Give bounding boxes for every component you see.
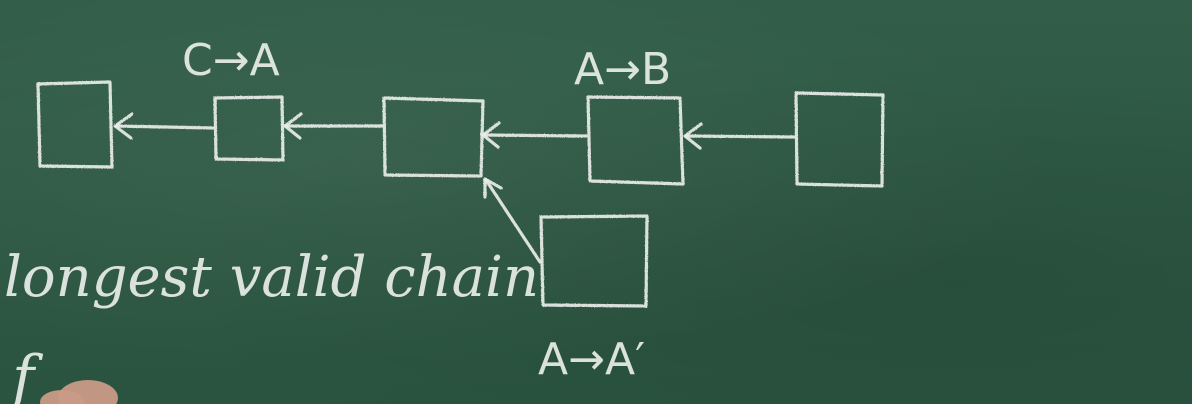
block-4	[586, 95, 685, 186]
block-1	[36, 80, 114, 169]
tx-label-fork: A→A′	[538, 334, 645, 385]
note-partial-word: f	[8, 343, 44, 404]
arrow-fork-to-block3	[483, 177, 542, 264]
block-3	[382, 96, 485, 178]
note-longest-valid-chain: longest valid chain	[4, 245, 539, 310]
tx-label-block2: C→A	[182, 35, 280, 86]
block-2	[213, 95, 285, 162]
arrow-block3-to-block2	[283, 112, 384, 140]
arrow-block4-to-block3	[481, 121, 588, 149]
block-5	[794, 91, 885, 188]
presenter-hand	[40, 380, 118, 404]
arrow-block2-to-block1	[113, 112, 215, 140]
arrow-block5-to-block4	[683, 122, 796, 150]
block-fork	[539, 214, 649, 308]
tx-label-block4: A→B	[574, 44, 671, 95]
